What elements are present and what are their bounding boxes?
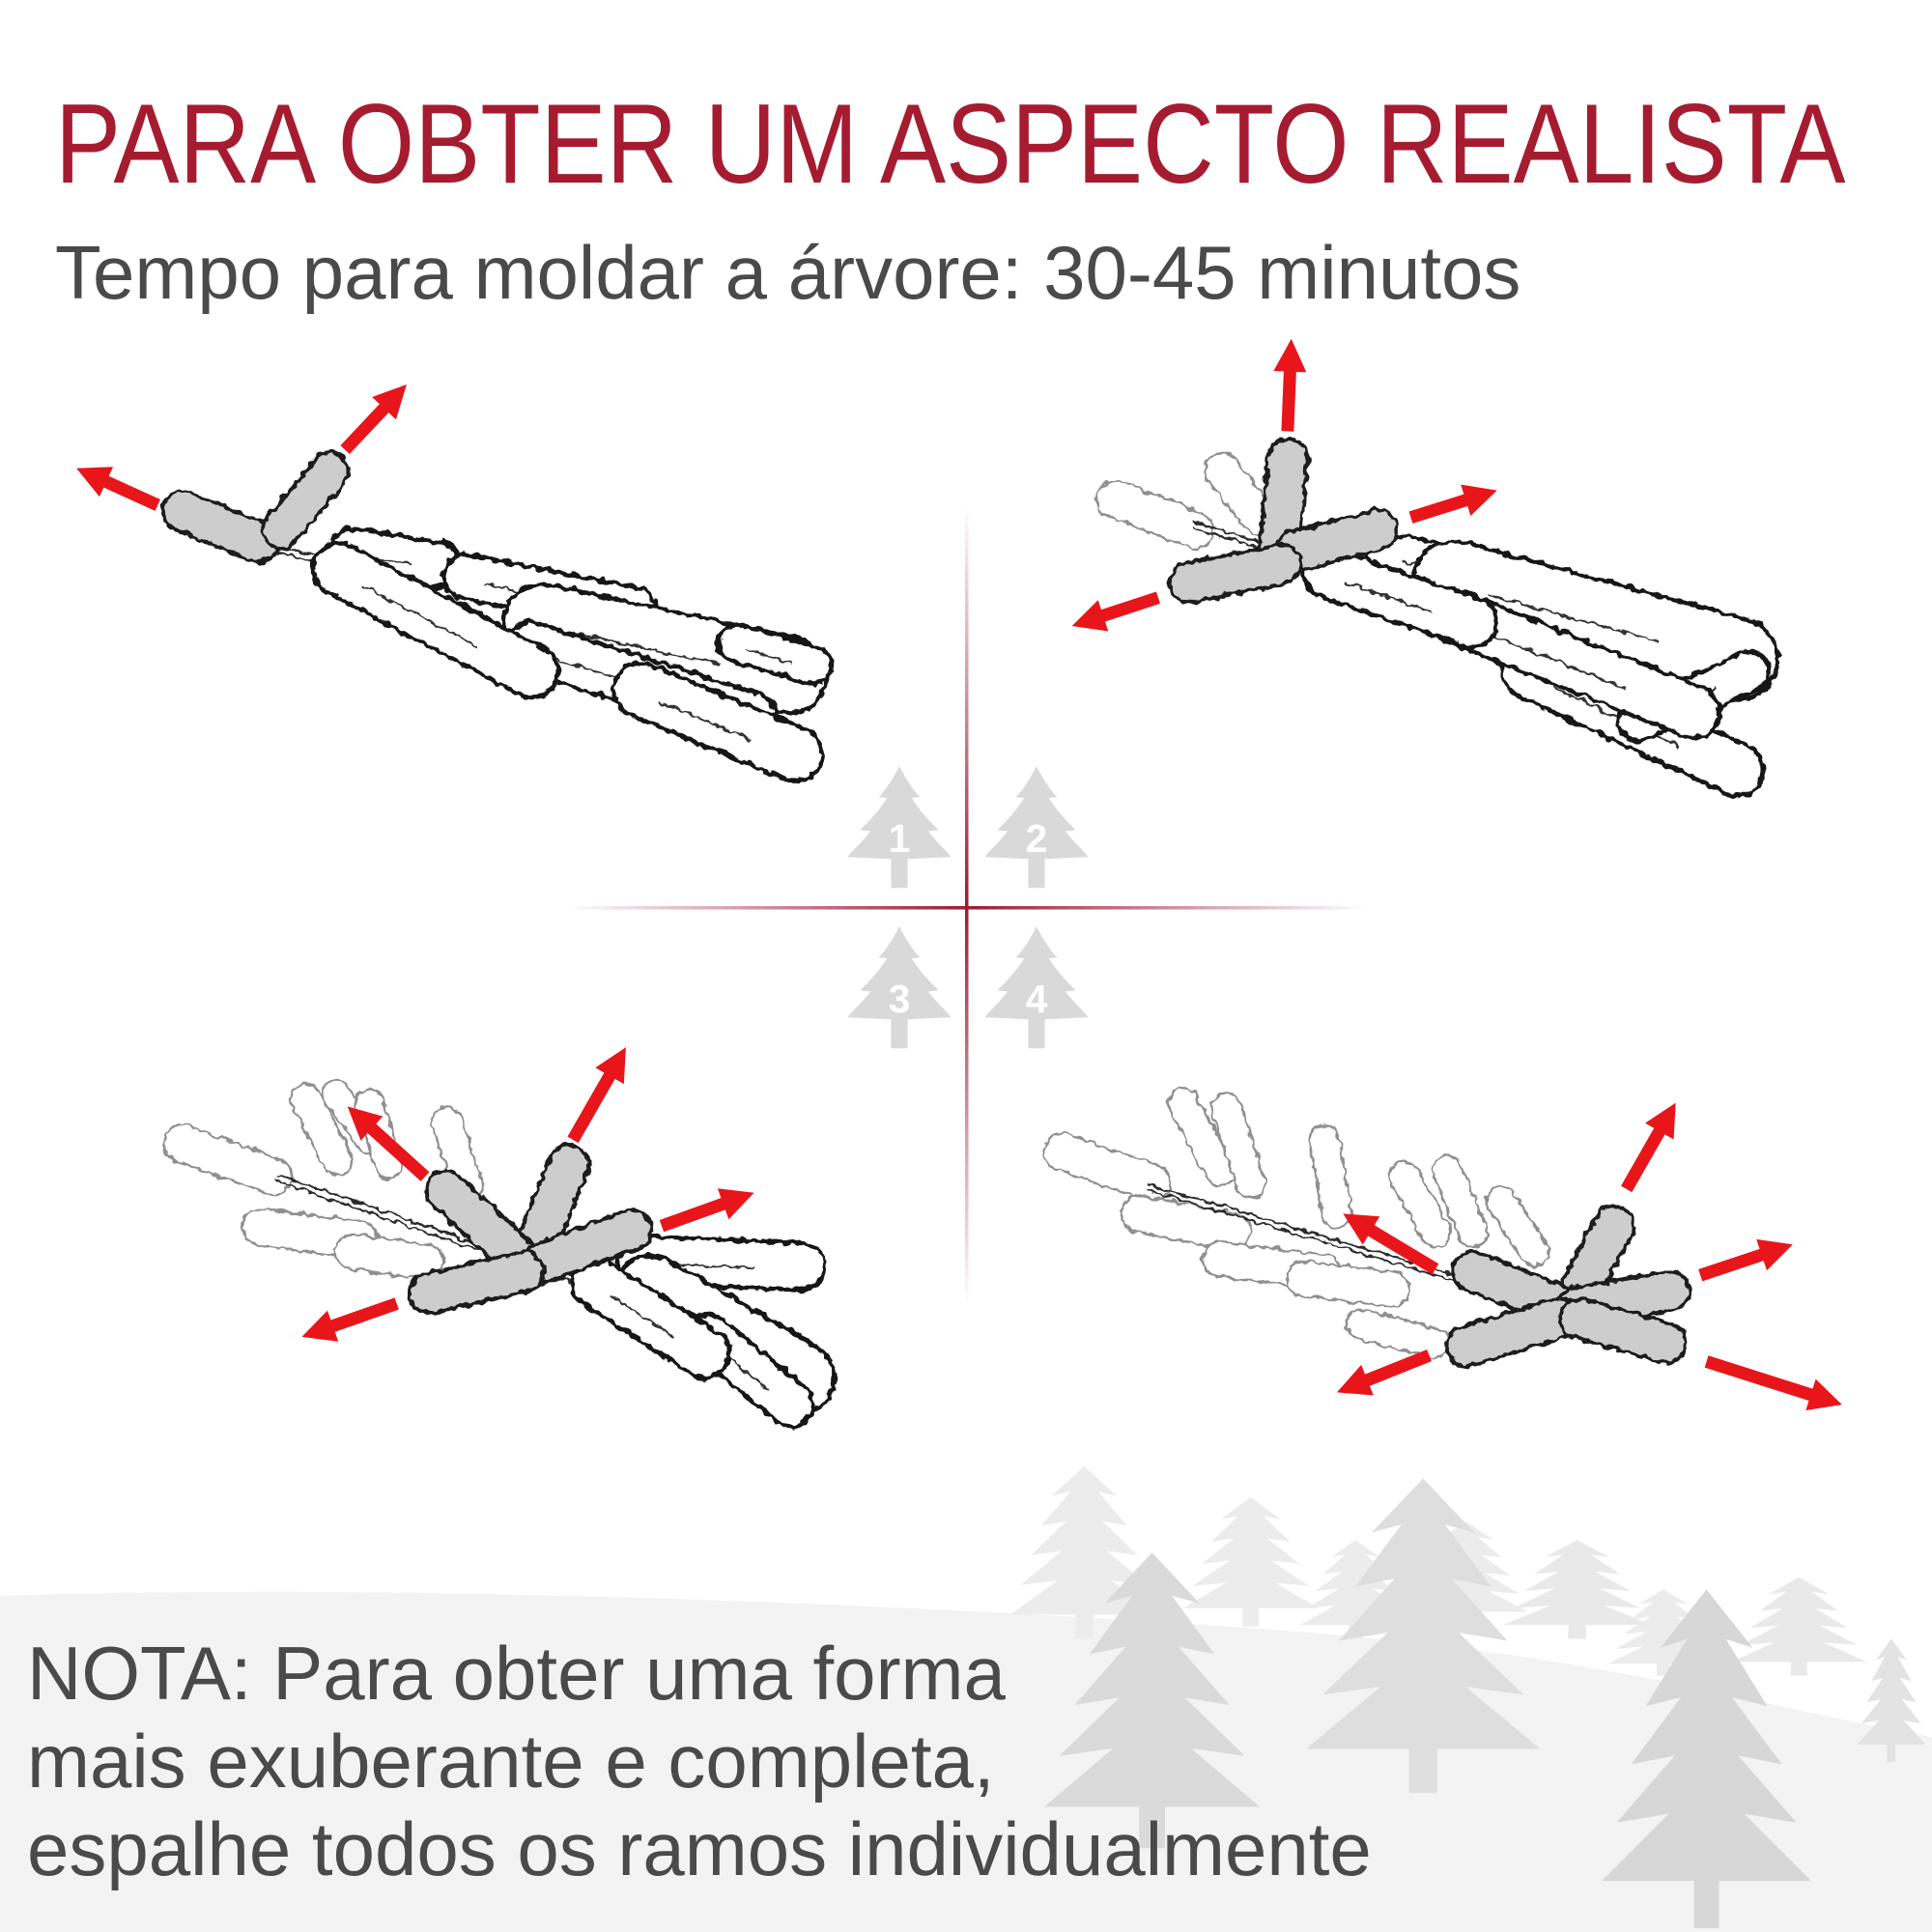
faded-branch-tip — [1285, 1260, 1411, 1308]
step-1-branches — [160, 450, 835, 783]
branch-twig-line — [658, 700, 753, 742]
branch-needle-cluster — [716, 622, 835, 687]
spread-arrow-icon — [1273, 338, 1307, 432]
background-pine-tree-icon — [1182, 1496, 1319, 1627]
highlighted-branch-tip — [510, 1142, 591, 1276]
vertical-divider — [965, 505, 969, 1306]
step-1-arrows — [76, 384, 407, 511]
branch-needle-cluster — [570, 1257, 732, 1380]
background-pine-tree-icon — [1503, 1540, 1652, 1639]
faded-branch-tip — [1209, 1093, 1267, 1200]
background-pine-tree-icon — [1043, 1552, 1261, 1849]
branch-twig-line — [571, 631, 721, 666]
step-divider-cross — [567, 505, 1368, 1306]
step-1-illustration — [76, 384, 835, 783]
spread-arrow-icon — [1704, 1355, 1842, 1410]
step-3-arrows — [301, 1047, 754, 1342]
branch-twig-line — [361, 584, 479, 648]
shaping-time-subtitle: Tempo para moldar a árvore: 30-45 minuto… — [55, 230, 1521, 315]
spread-arrow-icon — [1621, 1102, 1676, 1193]
branch-needle-cluster — [1410, 538, 1780, 702]
highlighted-branch-tip — [1167, 542, 1303, 605]
highlighted-branch-tip — [160, 489, 281, 564]
step-3-illustration — [162, 1047, 837, 1430]
step-3-marker: 3 — [847, 926, 952, 1049]
background-pine-tree-icon — [1306, 1478, 1541, 1793]
faded-branch-tip — [430, 1105, 485, 1202]
highlighted-branch-tip — [407, 1249, 546, 1316]
step-number: 3 — [889, 977, 911, 1021]
horizontal-divider — [567, 906, 1368, 910]
spread-arrow-icon — [301, 1297, 399, 1342]
spread-arrow-icon — [567, 1047, 626, 1144]
branch-twig-line — [1345, 582, 1433, 613]
highlighted-branch-tip — [1450, 1249, 1577, 1325]
faded-branch-tip — [1485, 1185, 1550, 1267]
step-number: 1 — [889, 816, 911, 861]
branch-twig-line — [1552, 686, 1680, 748]
step-4-illustration — [1042, 1087, 1842, 1410]
faded-branch-tip — [1432, 1154, 1489, 1249]
step-4-arrows — [1336, 1102, 1842, 1410]
branch-twig-line — [610, 1294, 676, 1339]
background-forest — [1009, 1465, 1926, 1929]
step-2-illustration — [1071, 338, 1780, 799]
branch-twig-line — [1488, 593, 1659, 642]
faded-branch-tip — [1388, 1160, 1452, 1249]
highlighted-branch-tip — [520, 1208, 654, 1285]
faded-branch-tip — [1042, 1132, 1172, 1203]
faded-branch-tip — [333, 1233, 445, 1281]
step-1-marker: 1 — [847, 766, 952, 889]
background-pine-tree-icon — [1731, 1577, 1867, 1676]
faded-branch-tip — [289, 1083, 355, 1178]
note-line: mais exuberante e completa, — [27, 1719, 995, 1804]
branch-twig-line — [1482, 630, 1628, 691]
highlighted-branch-tip — [1444, 1296, 1580, 1369]
spread-arrow-icon — [1343, 1213, 1439, 1275]
step-number: 4 — [1026, 977, 1048, 1021]
note-line: espalhe todos os ramos individualmente — [27, 1806, 1372, 1891]
step-3-branches — [162, 1079, 837, 1430]
step-2-branches — [1094, 437, 1780, 799]
branch-needle-cluster — [310, 541, 561, 700]
highlighted-branch-tip — [260, 450, 351, 551]
step-2-marker: 2 — [984, 766, 1089, 889]
highlighted-branch-tip — [1557, 1296, 1688, 1365]
note-line: NOTA: Para obter uma forma — [27, 1631, 1006, 1716]
highlighted-branch-tip — [1274, 508, 1400, 573]
faded-branch-tip — [1308, 1123, 1353, 1230]
faded-branch-tip — [1204, 452, 1278, 536]
page-title: PARA OBTER UM ASPECTO REALISTA — [55, 80, 1846, 208]
spread-arrow-icon — [340, 384, 407, 455]
faded-branch-tip — [1166, 1087, 1236, 1187]
spread-arrow-icon — [1408, 484, 1497, 524]
note-text: NOTA: Para obter uma forma mais exuberan… — [27, 1630, 1372, 1893]
spread-arrow-icon — [659, 1188, 754, 1233]
faded-branch-tip — [162, 1123, 294, 1197]
faded-branch-tip — [1120, 1193, 1252, 1252]
faded-branch-tip — [1345, 1308, 1452, 1359]
branch-needle-cluster — [611, 660, 825, 783]
step-2-arrows — [1071, 338, 1497, 632]
branch-needle-cluster — [1301, 546, 1499, 649]
spread-arrow-icon — [76, 467, 160, 511]
spread-arrow-icon — [1336, 1350, 1433, 1396]
branch-twig-line — [745, 648, 793, 665]
spread-arrow-icon — [1071, 591, 1161, 632]
faded-branch-tip — [1094, 479, 1215, 550]
background-pine-tree-icon — [1857, 1638, 1926, 1762]
step-4-branches — [1042, 1087, 1691, 1369]
spread-arrow-icon — [1698, 1238, 1793, 1282]
highlighted-branch-tip — [424, 1168, 540, 1279]
spread-arrow-icon — [347, 1106, 430, 1181]
step-4-marker: 4 — [984, 926, 1089, 1049]
step-number: 2 — [1026, 816, 1048, 861]
background-pine-tree-icon — [1602, 1589, 1811, 1929]
